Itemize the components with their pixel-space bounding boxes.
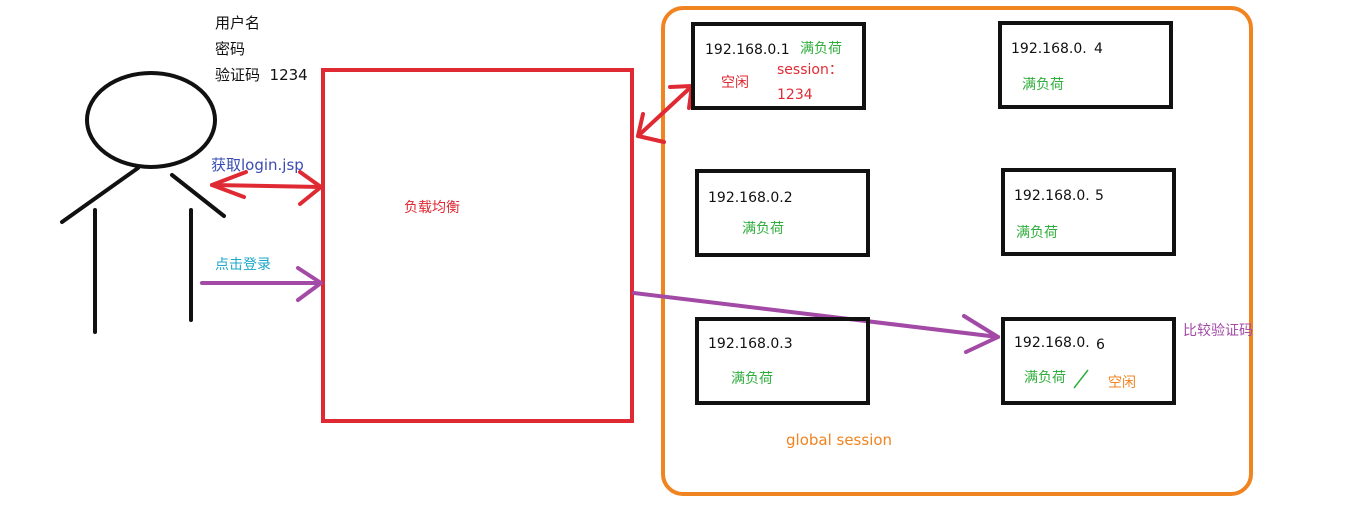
server3-ip: 192.168.0.3 xyxy=(708,336,793,352)
server5-status: 满负荷 xyxy=(1016,225,1058,241)
server-box-6 xyxy=(1001,317,1176,405)
server-box-1 xyxy=(691,22,866,110)
get-login-label: 获取login.jsp xyxy=(211,156,304,174)
global-session-frame xyxy=(661,6,1253,496)
server-box-5 xyxy=(1001,168,1176,256)
server6-slash xyxy=(1073,369,1089,389)
load-balancer-label: 负载均衡 xyxy=(404,200,460,216)
server5-ip-prefix: 192.168.0. xyxy=(1014,188,1090,204)
server4-status: 满负荷 xyxy=(1022,77,1064,93)
password-label: 密码 xyxy=(215,40,246,58)
compare-captcha-arrow xyxy=(632,291,1000,354)
user-left-arm xyxy=(60,166,140,224)
server5-ip-suffix: 5 xyxy=(1095,188,1104,204)
global-session-label: global session xyxy=(786,431,893,449)
server6-ip-prefix: 192.168.0. xyxy=(1014,335,1090,351)
server-box-2 xyxy=(695,169,870,257)
server-box-4 xyxy=(998,21,1173,109)
click-login-arrow xyxy=(200,266,323,302)
server1-session-line1: session： xyxy=(777,62,843,78)
server2-status: 满负荷 xyxy=(742,221,784,237)
username-label: 用户名 xyxy=(215,14,261,32)
server4-ip-prefix: 192.168.0. xyxy=(1011,41,1087,57)
server6-ip-suffix: 6 xyxy=(1096,337,1105,353)
captcha-label: 验证码 1234 xyxy=(215,66,308,84)
server2-ip: 192.168.0.2 xyxy=(708,190,793,206)
server1-session-line2: 1234 xyxy=(777,87,813,103)
server1-status: 满负荷 xyxy=(800,41,842,57)
server1-ip: 192.168.0.1 xyxy=(705,42,790,58)
get-login-arrow xyxy=(210,170,323,206)
server4-ip-suffix: 4 xyxy=(1094,41,1103,57)
user-head xyxy=(85,71,217,169)
server3-status: 满负荷 xyxy=(731,371,773,387)
user-right-arm xyxy=(170,173,226,218)
server6-status-idle: 空闲 xyxy=(1108,375,1136,391)
server-box-3 xyxy=(695,317,870,405)
server1-status-idle: 空闲 xyxy=(721,75,749,91)
user-stick-figure xyxy=(60,71,226,334)
click-login-label: 点击登录 xyxy=(215,257,271,273)
server6-status: 满负荷 xyxy=(1024,370,1066,386)
load-balancer-box xyxy=(321,68,634,423)
compare-captcha-label: 比较验证码 xyxy=(1183,323,1253,339)
